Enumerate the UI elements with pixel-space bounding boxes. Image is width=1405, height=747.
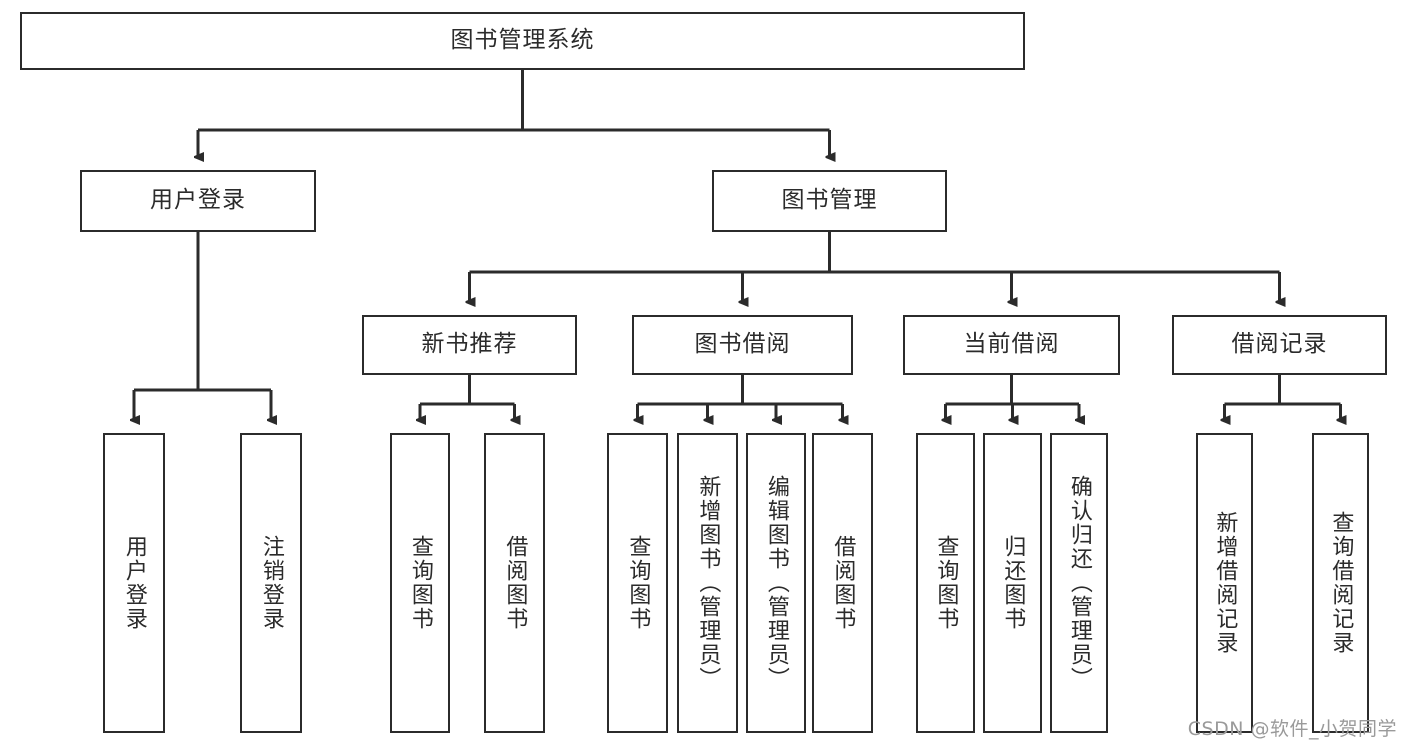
node-label: 借阅图书 bbox=[502, 535, 528, 631]
node-label: 图书管理 bbox=[781, 187, 878, 214]
node-label: 新增借阅记录 bbox=[1212, 511, 1238, 655]
root-node-0[interactable]: 图书管理系统 bbox=[20, 12, 1025, 70]
node-label: 图书管理系统 bbox=[450, 27, 595, 54]
csdn-watermark: CSDN @软件_小贺同学 bbox=[1187, 718, 1397, 740]
leaf-node-3[interactable]: 借阅图书 bbox=[484, 433, 545, 733]
node-label: 当前借阅 bbox=[963, 331, 1060, 358]
node-label: 查询图书 bbox=[407, 535, 433, 631]
node-label: 借阅记录 bbox=[1231, 331, 1328, 358]
node-label: 注销登录 bbox=[258, 535, 284, 631]
node-label: 确认归还（管理员） bbox=[1066, 475, 1092, 691]
node-label: 用户登录 bbox=[150, 187, 246, 214]
leaf-node-9[interactable]: 归还图书 bbox=[983, 433, 1042, 733]
node-label: 借阅图书 bbox=[830, 535, 856, 631]
leaf-node-7[interactable]: 借阅图书 bbox=[812, 433, 873, 733]
node-label: 图书借阅 bbox=[694, 331, 791, 358]
node-label: 查询借阅记录 bbox=[1328, 511, 1354, 655]
node-label: 归还图书 bbox=[1000, 535, 1026, 631]
node-label: 查询图书 bbox=[625, 535, 651, 631]
node-label: 编辑图书（管理员） bbox=[763, 475, 789, 691]
node-label: 新增图书（管理员） bbox=[695, 475, 721, 691]
leaf-node-10[interactable]: 确认归还（管理员） bbox=[1050, 433, 1108, 733]
level2-node-0[interactable]: 用户登录 bbox=[80, 170, 316, 232]
leaf-node-4[interactable]: 查询图书 bbox=[607, 433, 668, 733]
leaf-node-5[interactable]: 新增图书（管理员） bbox=[677, 433, 738, 733]
level3-node-2[interactable]: 当前借阅 bbox=[903, 315, 1120, 375]
leaf-node-8[interactable]: 查询图书 bbox=[916, 433, 975, 733]
leaf-node-11[interactable]: 新增借阅记录 bbox=[1196, 433, 1253, 733]
level3-node-3[interactable]: 借阅记录 bbox=[1172, 315, 1387, 375]
leaf-node-6[interactable]: 编辑图书（管理员） bbox=[746, 433, 806, 733]
leaf-node-12[interactable]: 查询借阅记录 bbox=[1312, 433, 1369, 733]
node-label: 用户登录 bbox=[121, 535, 147, 631]
leaf-node-2[interactable]: 查询图书 bbox=[390, 433, 450, 733]
leaf-node-0[interactable]: 用户登录 bbox=[103, 433, 165, 733]
leaf-node-1[interactable]: 注销登录 bbox=[240, 433, 302, 733]
node-label: 新书推荐 bbox=[421, 331, 518, 358]
level3-node-1[interactable]: 图书借阅 bbox=[632, 315, 853, 375]
node-label: 查询图书 bbox=[933, 535, 959, 631]
level3-node-0[interactable]: 新书推荐 bbox=[362, 315, 577, 375]
level2-node-1[interactable]: 图书管理 bbox=[712, 170, 947, 232]
